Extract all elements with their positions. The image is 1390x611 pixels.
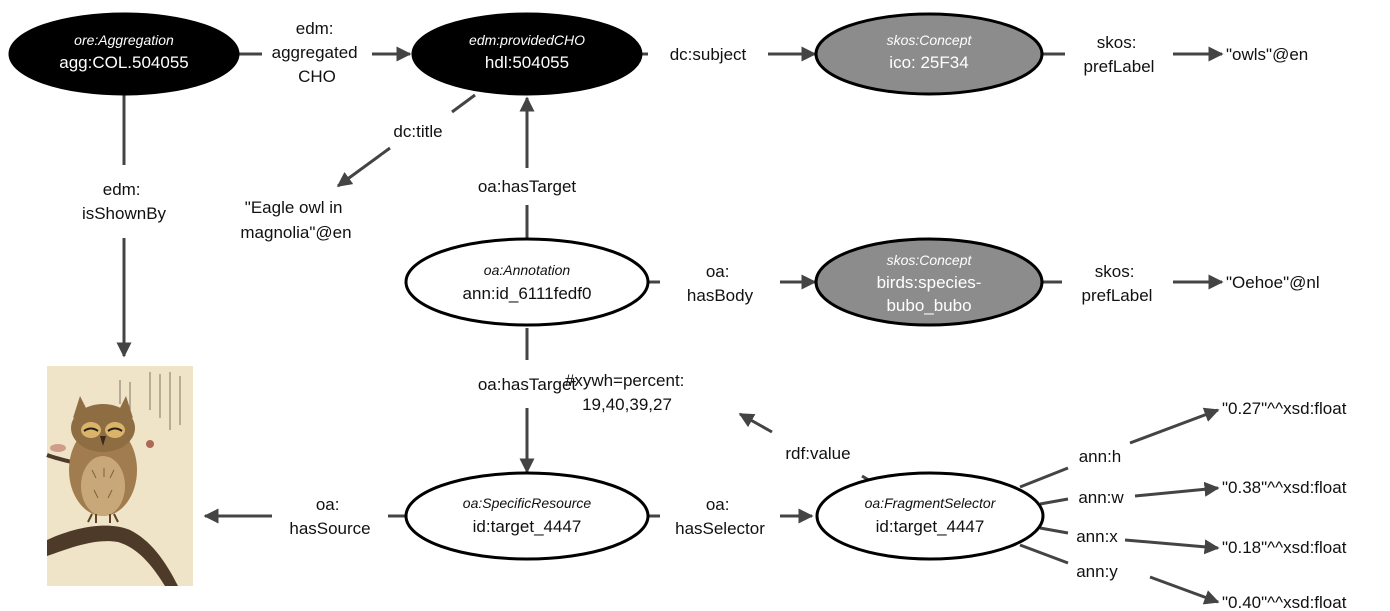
literal-w-value: "0.38"^^xsd:float bbox=[1222, 478, 1347, 497]
edge-label-ann-h: ann:h bbox=[1079, 447, 1122, 466]
edge-ann-h-b bbox=[1129, 407, 1220, 445]
literal-owls: "owls"@en bbox=[1226, 45, 1308, 64]
edge-ann-y-b bbox=[1149, 575, 1220, 605]
edge-ann-y-a bbox=[1019, 543, 1069, 565]
edge-label-has-target-bottom: oa:hasTarget bbox=[478, 375, 577, 394]
svg-text:skos:Concept: skos:Concept bbox=[887, 32, 973, 48]
svg-text:id:target_4447: id:target_4447 bbox=[473, 517, 582, 536]
edge-label-is-shown-by: edm: isShownBy bbox=[82, 180, 167, 223]
edge-label-ann-x: ann:x bbox=[1076, 527, 1118, 546]
edge-label-has-source: oa: hasSource bbox=[289, 495, 370, 538]
literal-y-value: "0.40"^^xsd:float bbox=[1222, 593, 1347, 611]
node-fragment-selector[interactable]: oa:FragmentSelector id:target_4447 bbox=[815, 471, 1045, 561]
edge-rdf-value-b bbox=[738, 412, 773, 434]
node-provided-cho[interactable]: edm:providedCHO hdl:504055 bbox=[411, 12, 643, 96]
svg-text:oa:Annotation: oa:Annotation bbox=[484, 262, 571, 278]
svg-text:edm:providedCHO: edm:providedCHO bbox=[469, 32, 585, 48]
svg-text:bubo_bubo: bubo_bubo bbox=[886, 296, 971, 315]
literal-h-value: "0.27"^^xsd:float bbox=[1222, 399, 1347, 418]
edge-dc-title-a bbox=[451, 93, 476, 114]
literal-title: "Eagle owl in magnolia"@en bbox=[240, 198, 351, 242]
svg-text:hdl:504055: hdl:504055 bbox=[485, 53, 569, 72]
owl-painting-icon[interactable] bbox=[46, 366, 193, 586]
edge-ann-x-a bbox=[1039, 526, 1069, 535]
literal-xywh: #xywh=percent: 19,40,39,27 bbox=[565, 371, 689, 414]
edge-ann-w-b bbox=[1134, 481, 1220, 498]
edge-label-ann-w: ann:w bbox=[1078, 488, 1124, 507]
edge-label-preflabel-2: skos: prefLabel bbox=[1082, 262, 1153, 305]
edge-label-rdf-value: rdf:value bbox=[785, 444, 850, 463]
node-specific-resource[interactable]: oa:SpecificResource id:target_4447 bbox=[404, 471, 650, 561]
edge-label-dc-title: dc:title bbox=[393, 122, 442, 141]
svg-text:skos:Concept: skos:Concept bbox=[887, 252, 973, 268]
edge-label-ann-y: ann:y bbox=[1076, 562, 1118, 581]
node-aggregation[interactable]: ore:Aggregation agg:COL.504055 bbox=[8, 12, 240, 96]
svg-text:id:target_4447: id:target_4447 bbox=[876, 517, 985, 536]
svg-text:ico: 25F34: ico: 25F34 bbox=[889, 53, 968, 72]
edge-dc-title-b bbox=[336, 146, 391, 188]
node-concept-ico[interactable]: skos:Concept ico: 25F34 bbox=[814, 12, 1044, 96]
edge-label-has-target-top: oa:hasTarget bbox=[478, 177, 577, 196]
svg-text:agg:COL.504055: agg:COL.504055 bbox=[59, 53, 189, 72]
edge-label-dc-subject: dc:subject bbox=[670, 45, 747, 64]
edge-ann-h-a bbox=[1019, 466, 1069, 489]
edge-label-has-selector: oa: hasSelector bbox=[675, 495, 765, 538]
svg-text:birds:species-: birds:species- bbox=[877, 273, 982, 292]
svg-text:ann:id_6111fedf0: ann:id_6111fedf0 bbox=[463, 284, 592, 303]
edge-label-aggregated-cho: edm: aggregated CHO bbox=[272, 19, 363, 86]
svg-text:ore:Aggregation: ore:Aggregation bbox=[74, 32, 174, 48]
node-concept-birds[interactable]: skos:Concept birds:species- bubo_bubo bbox=[814, 237, 1044, 327]
edge-label-has-body: oa: hasBody bbox=[687, 262, 754, 305]
edge-ann-w-a bbox=[1039, 497, 1069, 506]
edge-label-preflabel-1: skos: prefLabel bbox=[1084, 33, 1155, 76]
edge-ann-x-b bbox=[1124, 538, 1220, 555]
svg-text:oa:FragmentSelector: oa:FragmentSelector bbox=[865, 495, 997, 511]
svg-text:oa:SpecificResource: oa:SpecificResource bbox=[463, 495, 592, 511]
literal-oehoe: "Oehoe"@nl bbox=[1226, 273, 1320, 292]
literal-x-value: "0.18"^^xsd:float bbox=[1222, 538, 1347, 557]
node-annotation[interactable]: oa:Annotation ann:id_6111fedf0 bbox=[404, 237, 650, 327]
